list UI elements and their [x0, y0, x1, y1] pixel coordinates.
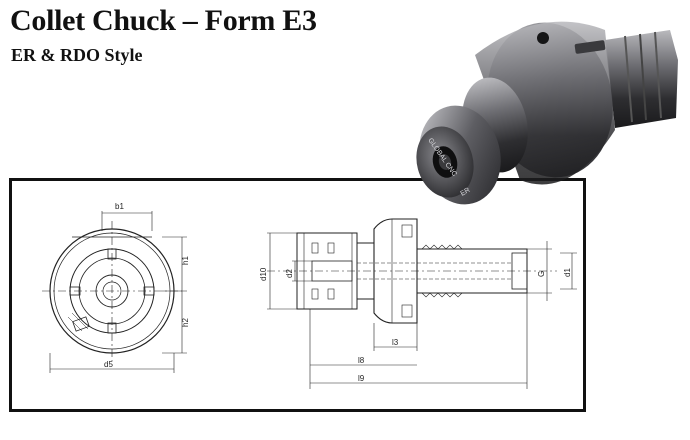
page-subtitle: ER & RDO Style: [11, 45, 143, 65]
dim-h2: h2: [181, 318, 190, 327]
dim-b1: b1: [115, 202, 124, 211]
dim-l8: l8: [358, 356, 365, 365]
dim-d2: d2: [285, 269, 294, 278]
dim-d5: d5: [104, 360, 113, 369]
dim-h1: h1: [181, 256, 190, 265]
engraving-text-2: ER: [460, 187, 472, 198]
technical-drawing: b1 h1 h2 d5: [42, 202, 577, 389]
page-title: Collet Chuck – Form E3: [10, 4, 317, 37]
technical-drawing-frame: b1 h1 h2 d5: [9, 178, 586, 412]
dim-G: G: [537, 271, 546, 277]
product-photo: GLOBAL CNC ER: [416, 21, 678, 205]
dim-d10: d10: [259, 267, 268, 281]
side-view: d10 d2 G d1 l3 l8: [259, 218, 577, 389]
dim-l9: l9: [358, 374, 365, 383]
dim-d1: d1: [563, 268, 572, 277]
front-view: b1 h1 h2 d5: [42, 202, 190, 373]
dim-l3: l3: [392, 338, 399, 347]
